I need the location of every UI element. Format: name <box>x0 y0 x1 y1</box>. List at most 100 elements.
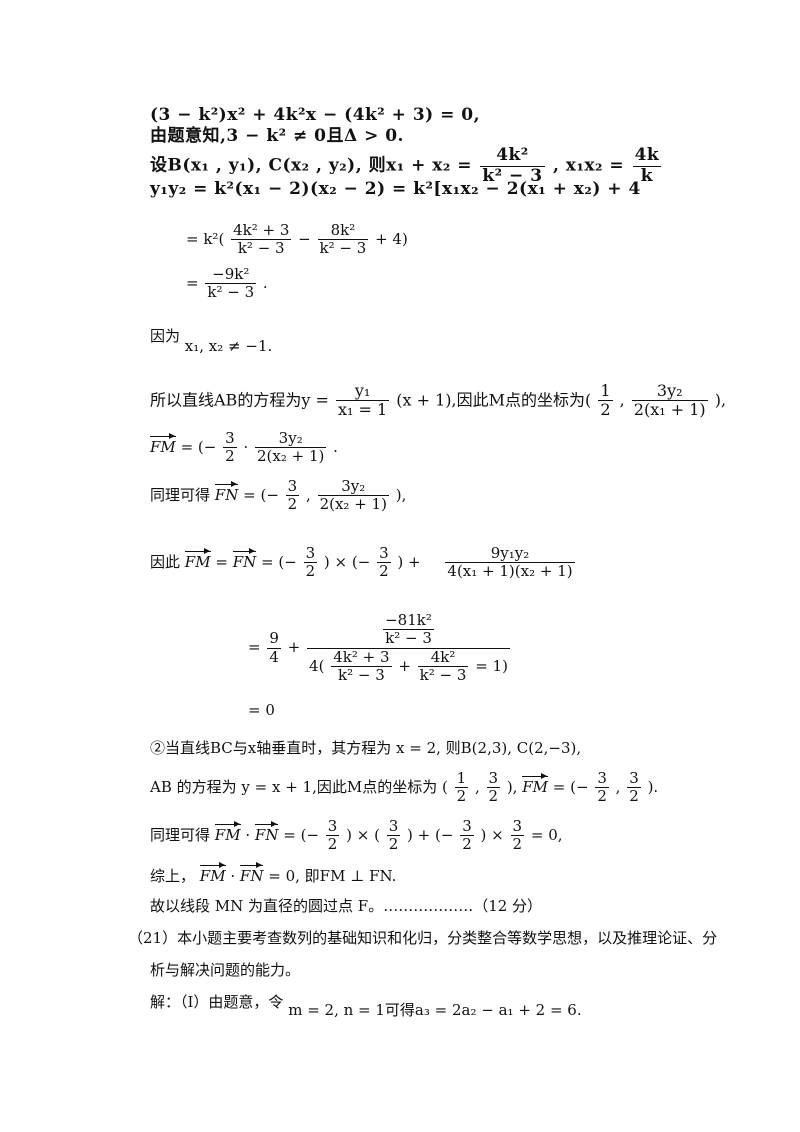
text: , x₁x₂ = <box>552 155 625 176</box>
denominator: 2(x₂ + 1) <box>319 495 387 514</box>
text: 4( <box>309 656 325 675</box>
denominator: k² − 3 <box>319 239 367 258</box>
text: = 1) <box>475 656 508 675</box>
denominator: 2(x₁ + 1) <box>633 400 706 420</box>
text: = (− <box>243 485 279 504</box>
text: ), <box>714 390 727 410</box>
numerator: 3 <box>303 544 318 564</box>
denominator: 2 <box>512 835 523 854</box>
text: ) × <box>480 825 504 844</box>
denominator: 2 <box>629 787 639 806</box>
text: 同理可得 <box>150 825 211 844</box>
denominator: k² − 3 <box>385 629 432 648</box>
condition-line: 由题意知,3 − k² ≠ 0且Δ > 0. <box>150 126 404 146</box>
text: 同理可得 <box>150 485 211 504</box>
denominator: k² − 3 <box>338 665 385 684</box>
denominator: 2 <box>327 835 338 854</box>
vector-fn: FN <box>239 862 264 885</box>
numerator: 3 <box>510 817 525 837</box>
text: = 0, 即FM ⊥ FN. <box>268 867 397 885</box>
numerator: 4k² <box>417 648 469 667</box>
text: − <box>298 229 311 248</box>
denominator: 2 <box>600 400 611 420</box>
text: AB 的方程为 y = x + 1,因此M点的坐标为 ( <box>150 777 448 796</box>
text: x₁, x₂ ≠ −1. <box>184 337 273 355</box>
denominator: 2 <box>225 447 235 466</box>
denominator: k² − 3 <box>419 665 467 684</box>
vector-fm: FM <box>522 772 549 796</box>
text: = k²( <box>186 229 225 248</box>
denominator: k <box>640 165 653 186</box>
text: · <box>243 437 249 456</box>
denominator: 2 <box>379 562 389 581</box>
text: ) + <box>397 552 421 571</box>
vector-fn: FN <box>214 480 239 504</box>
text: = (− <box>283 825 320 844</box>
numerator: 3 <box>377 544 391 564</box>
numerator: 3y₂ <box>255 429 327 449</box>
text: + 4) <box>375 229 408 248</box>
numerator: 1 <box>598 381 613 402</box>
text: ), <box>395 485 407 504</box>
because-line: 因为 x₁, x₂ ≠ −1. <box>150 327 272 355</box>
text: = (− <box>552 777 589 796</box>
text: = (− <box>261 552 297 571</box>
product-line: y₁y₂ = k²(x₁ − 2)(x₂ − 2) = k²[x₁x₂ − 2(… <box>150 179 641 199</box>
denominator: 4 <box>269 647 279 666</box>
numerator: y₁ <box>335 381 390 402</box>
conclusion-line: 综上， FM · FN = 0, 即FM ⊥ FN. <box>150 862 397 885</box>
numerator: 4k² + 3 <box>331 647 392 667</box>
numerator: −9k² <box>205 265 257 285</box>
denominator: 2 <box>456 787 467 806</box>
text: = <box>248 638 261 656</box>
text: · <box>230 867 236 885</box>
denominator: k² − 3 <box>207 283 255 302</box>
text: ), <box>506 777 518 796</box>
equation-line-1: (3 − k²)x² + 4k²x − (4k² + 3) = 0, <box>150 105 481 125</box>
solution-line: 解：（Ⅰ）由题意，令 m = 2, n = 1可得a₃ = 2a₂ − a₁ +… <box>150 994 582 1019</box>
text: ). <box>647 777 659 796</box>
numerator: 1 <box>454 769 469 789</box>
text: ) × ( <box>346 825 380 844</box>
numerator: 3 <box>627 769 641 789</box>
numerator: 3 <box>386 817 401 837</box>
text: . <box>262 273 268 292</box>
text: = 0, <box>530 825 563 844</box>
numerator: 3 <box>460 817 474 837</box>
problem-21-intro: （21）本小题主要考查数列的基础知识和化归，分类整合等数学思想，以及推理论证、分 <box>128 929 718 947</box>
problem-21-intro-cont: 析与解决问题的能力。 <box>150 961 301 979</box>
vector-fm: FM <box>150 432 176 456</box>
text: m = 2, n = 1可得a₃ = 2a₂ − a₁ + 2 = 6. <box>288 1001 582 1019</box>
text: . <box>333 437 338 456</box>
numerator: 3y₂ <box>631 381 708 402</box>
text: ) + (− <box>407 825 454 844</box>
vertical-case-line: ②当直线BC与x轴垂直时，其方程为 x = 2, 则B(2,3), C(2,−3… <box>150 739 582 757</box>
denominator: 2 <box>488 787 499 806</box>
text: 因为 <box>150 327 181 345</box>
